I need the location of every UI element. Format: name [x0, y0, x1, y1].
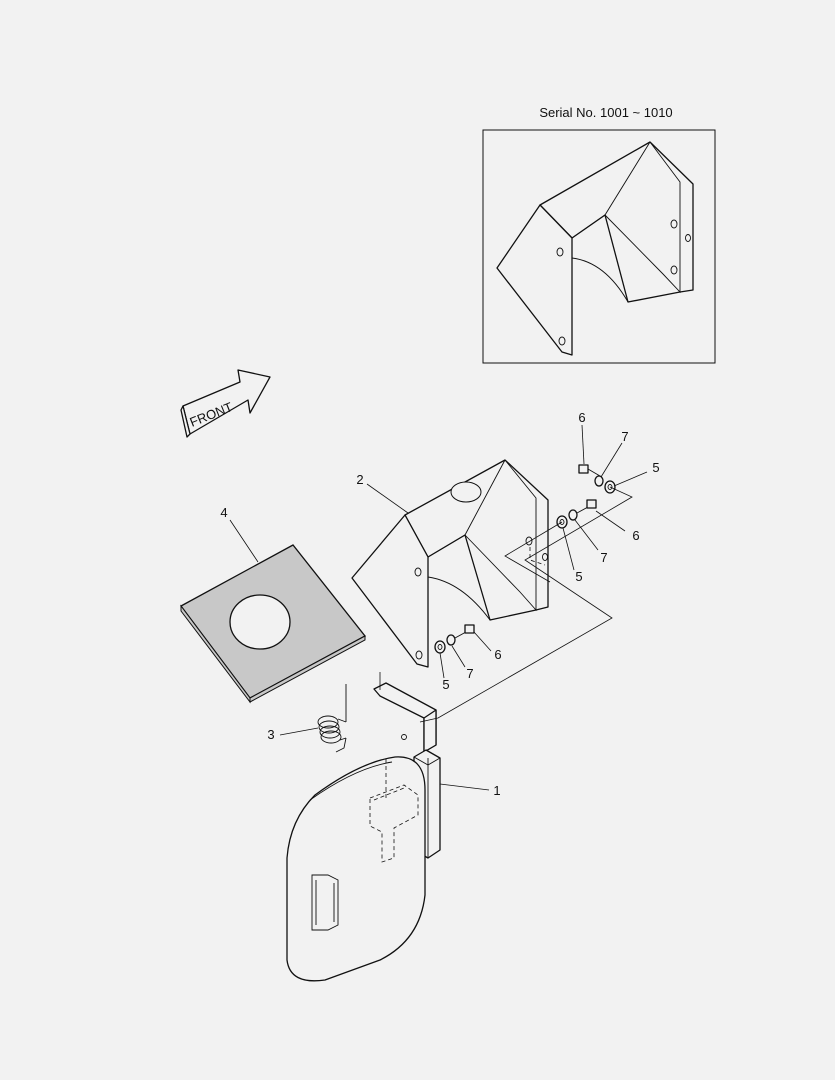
callout-5-middle: 5 — [575, 569, 582, 584]
part-3-spring — [317, 684, 347, 753]
bracket-top-hole — [450, 481, 482, 503]
callout-6-lower: 6 — [494, 647, 501, 662]
callouts: 1 2 3 4 5 5 5 6 6 6 7 7 7 — [220, 410, 659, 798]
part-2-bracket — [351, 459, 549, 668]
gasket-hole — [229, 594, 291, 650]
callout-1: 1 — [493, 783, 500, 798]
inset-frame — [482, 129, 716, 364]
callout-6-middle: 6 — [632, 528, 639, 543]
callout-5-lower: 5 — [442, 677, 449, 692]
fastener-group-lower — [434, 624, 475, 654]
callout-7-lower: 7 — [466, 666, 473, 681]
fastener-group-middle — [556, 499, 597, 529]
inset-bracket — [496, 141, 694, 356]
callout-3: 3 — [267, 727, 274, 742]
front-arrow: FRONT — [180, 369, 271, 438]
callout-6-upper: 6 — [578, 410, 585, 425]
callout-2: 2 — [356, 472, 363, 487]
inset-variant: Serial No. 1001 ~ 1010 — [482, 105, 716, 364]
callout-7-upper: 7 — [621, 429, 628, 444]
part-4-gasket — [180, 544, 366, 704]
part-1-lid-assembly — [286, 682, 441, 982]
callout-7-middle: 7 — [600, 550, 607, 565]
leader-lines — [229, 424, 648, 791]
assembly-lines — [379, 486, 633, 723]
fastener-group-upper — [578, 464, 616, 494]
serial-note: Serial No. 1001 ~ 1010 — [539, 105, 672, 120]
callout-5-upper: 5 — [652, 460, 659, 475]
callout-4: 4 — [220, 505, 227, 520]
